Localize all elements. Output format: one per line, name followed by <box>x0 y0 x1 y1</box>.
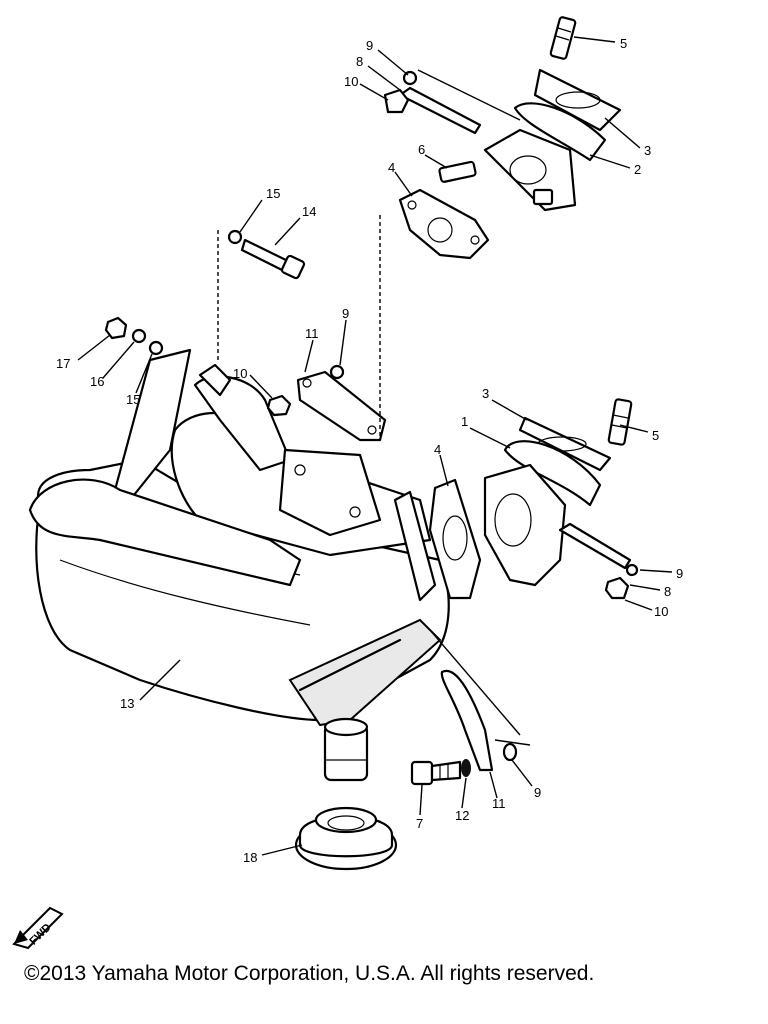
lower-intake-elbow <box>428 398 639 600</box>
label-5-top: 5 <box>620 36 627 51</box>
label-9-top: 9 <box>366 38 373 53</box>
label-18: 18 <box>243 850 257 865</box>
label-13: 13 <box>120 696 134 711</box>
bottom-bolt-group <box>410 669 518 786</box>
label-4-top: 4 <box>388 160 395 175</box>
label-8-top: 8 <box>356 54 363 69</box>
label-7: 7 <box>416 816 423 831</box>
label-14: 14 <box>302 204 316 219</box>
label-17: 17 <box>56 356 70 371</box>
label-15-left: 15 <box>126 392 140 407</box>
label-1: 1 <box>461 414 468 429</box>
exploded-parts-diagram: 5 9 8 10 3 2 6 4 15 14 11 9 17 16 15 10 … <box>28 16 683 871</box>
copyright-notice: ©2013 Yamaha Motor Corporation, U.S.A. A… <box>24 962 595 985</box>
label-3-right: 3 <box>482 386 489 401</box>
label-12: 12 <box>455 808 469 823</box>
label-9-right: 9 <box>676 566 683 581</box>
label-2: 2 <box>634 162 641 177</box>
mid-bracket <box>198 363 387 442</box>
label-15-top: 15 <box>266 186 280 201</box>
part-number-labels: 5 9 8 10 3 2 6 4 15 14 11 9 17 16 15 10 … <box>56 36 683 865</box>
label-10-top: 10 <box>344 74 358 89</box>
muffler-assembly <box>28 348 450 782</box>
label-10-mid: 10 <box>233 366 247 381</box>
upper-bolt-group <box>227 229 306 280</box>
label-9-bottom: 9 <box>534 785 541 800</box>
label-3-top: 3 <box>644 143 651 158</box>
label-11-bottom: 11 <box>492 796 506 811</box>
leader-lines <box>77 36 673 856</box>
upper-intake-elbow <box>383 16 622 260</box>
label-10-right: 10 <box>654 604 668 619</box>
fwd-arrow-icon: FWD <box>12 906 64 950</box>
alignment-lines <box>217 69 531 746</box>
left-nut-washers <box>104 316 164 356</box>
label-5-right: 5 <box>652 428 659 443</box>
label-9-mid: 9 <box>342 306 349 321</box>
label-11-mid: 11 <box>305 326 319 341</box>
label-16: 16 <box>90 374 104 389</box>
grommet <box>294 806 398 871</box>
label-6: 6 <box>418 142 425 157</box>
label-8-right: 8 <box>664 584 671 599</box>
label-4-right: 4 <box>434 442 441 457</box>
